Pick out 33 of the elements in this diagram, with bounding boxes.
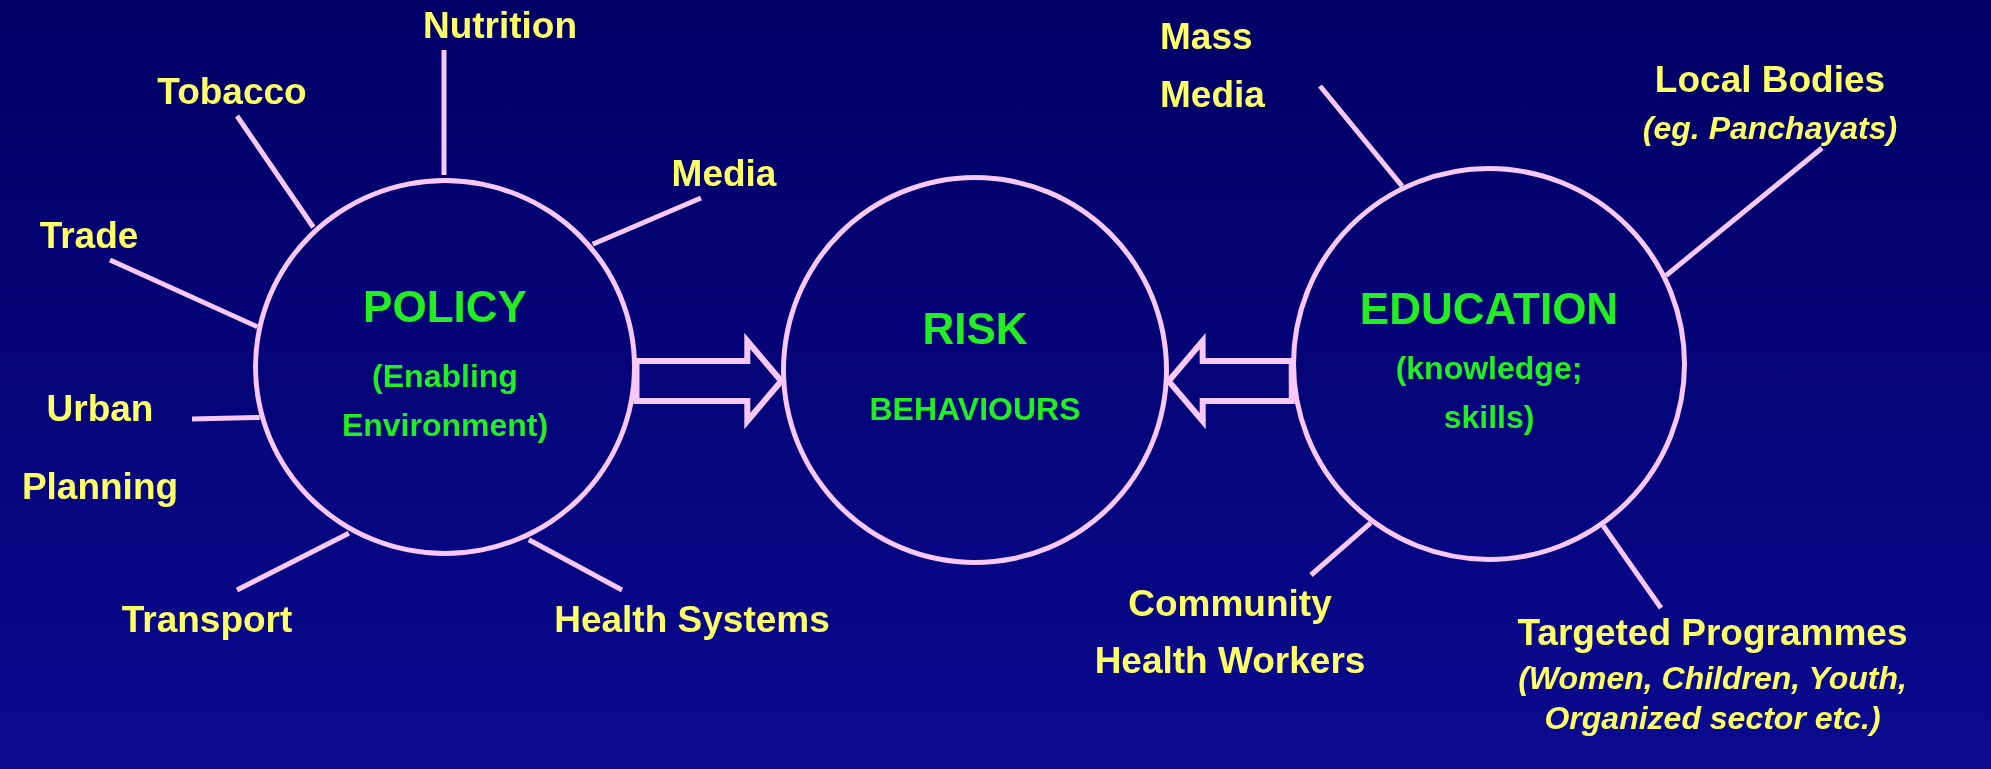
circle-subtext: (knowledge; skills) [1394,348,1584,438]
circle-heading: EDUCATION [1359,285,1619,334]
connector-line [1309,520,1373,577]
factor-label: Targeted Programmes [1517,611,1908,655]
connector-line [235,531,350,593]
factor-label: Transport [121,598,293,642]
factor-label: Tobacco [157,70,307,114]
connector-line [108,257,259,329]
circle [1291,166,1687,562]
factor-label: Community Health Workers [1093,582,1367,683]
connector-line [234,114,316,229]
circle-subtext: (Enabling Environment) [340,356,550,446]
factor-label: Mass Media [1160,15,1266,117]
factor-note: (Women, Children, Youth, Organized sector etc.) [1517,659,1908,738]
circle [253,178,637,556]
factor-note: (eg. Panchayats) [1642,109,1898,148]
factor-label: Health Systems [554,598,830,642]
connector-line [191,414,260,422]
connector-line [441,50,447,175]
connector-line [1318,84,1405,188]
circle-heading: POLICY [363,283,527,332]
connector-line [591,195,702,247]
factor-label: Media [671,152,777,196]
circle [781,175,1169,565]
circle-heading: RISK [922,305,1028,354]
connector-line [527,537,624,593]
circle-subtext: BEHAVIOURS [869,390,1081,430]
connector-line [1664,146,1824,278]
factor-label: Trade [39,214,139,258]
factor-label: Nutrition [422,4,578,48]
connector-line [1601,524,1664,610]
factor-label: Urban Planning [20,387,180,509]
factor-label: Local Bodies [1654,58,1886,102]
